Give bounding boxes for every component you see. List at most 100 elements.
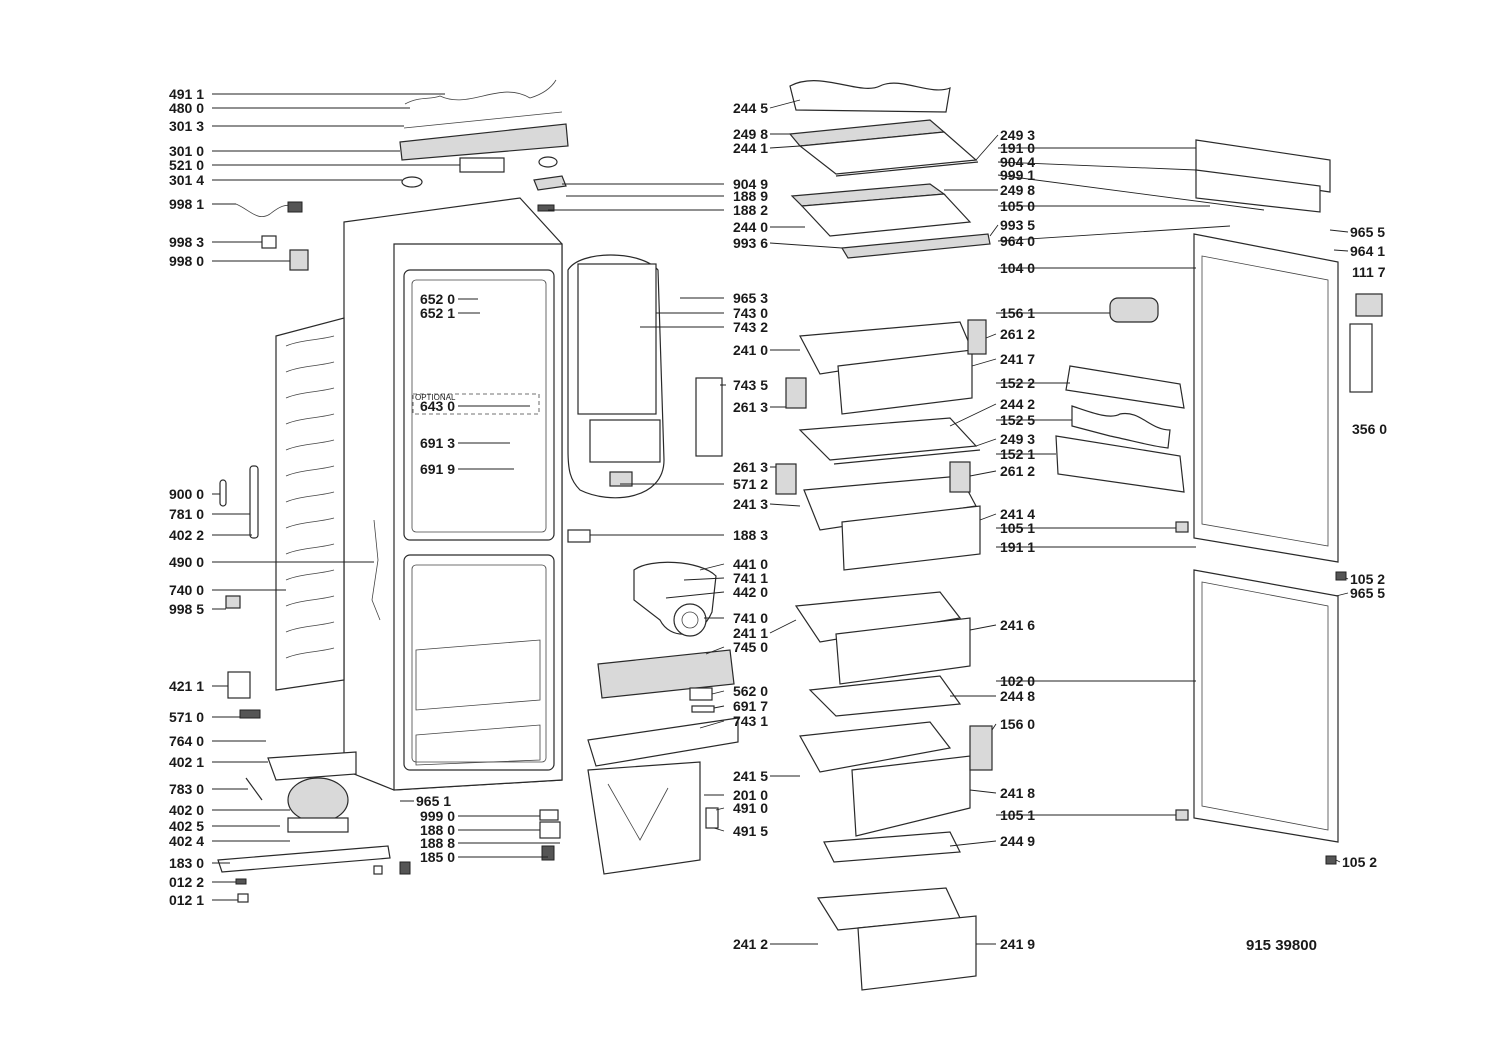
part-label-249-3-top: 249 3 bbox=[1000, 127, 1035, 143]
part-label-111-7: 111 7 bbox=[1352, 264, 1386, 280]
part-label-191-1: 191 1 bbox=[1000, 539, 1035, 555]
lamp-cap-shape-2 bbox=[538, 156, 558, 168]
parts-illustration bbox=[217, 79, 1383, 991]
hinge-middle-shape bbox=[567, 529, 591, 543]
part-label-691-9: 691 9 bbox=[420, 461, 455, 477]
part-label-183-0: 183 0 bbox=[169, 855, 204, 871]
labels-left-column: 491 1 480 0 301 3 301 0 521 0 301 4 998 … bbox=[169, 86, 204, 908]
part-label-241-8: 241 8 bbox=[1000, 785, 1035, 801]
egg-tray-shape bbox=[1109, 297, 1159, 323]
part-label-999-0: 999 0 bbox=[420, 808, 455, 824]
fridge-compartment-shape bbox=[403, 269, 555, 541]
part-label-244-1: 244 1 bbox=[733, 140, 768, 156]
part-label-152-1: 152 1 bbox=[1000, 446, 1035, 462]
fan-hub-shape bbox=[681, 611, 699, 629]
part-label-998-5: 998 5 bbox=[169, 601, 204, 617]
part-label-105-0: 105 0 bbox=[1000, 198, 1035, 214]
foot-shape bbox=[373, 865, 383, 875]
part-label-441-0: 441 0 bbox=[733, 556, 768, 572]
part-label-012-2: 012 2 bbox=[169, 874, 204, 890]
connector-shape bbox=[705, 807, 719, 829]
part-label-249-8-bottom: 249 8 bbox=[1000, 182, 1035, 198]
part-label-241-6: 241 6 bbox=[1000, 617, 1035, 633]
labels-far-right: 965 5 964 1 111 7 356 0 105 2 965 5 105 … bbox=[1246, 224, 1387, 954]
glass-trim-shape bbox=[833, 449, 981, 465]
filter-panel-shape bbox=[695, 377, 723, 457]
fridge-door-shape bbox=[1193, 233, 1339, 563]
bin-divider-shape bbox=[1071, 405, 1171, 449]
part-label-741-0: 741 0 bbox=[733, 610, 768, 626]
hinge-bracket-shape bbox=[539, 821, 561, 839]
part-label-965-5-top: 965 5 bbox=[1350, 224, 1385, 240]
part-label-999-1: 999 1 bbox=[1000, 167, 1035, 183]
fridge-liner-shape bbox=[411, 279, 547, 533]
back-panel-detail-shape bbox=[607, 783, 669, 841]
part-label-105-1-top: 105 1 bbox=[1000, 520, 1035, 536]
part-label-402-0: 402 0 bbox=[169, 802, 204, 818]
part-label-743-1: 743 1 bbox=[733, 713, 768, 729]
condenser-coils-shape bbox=[285, 335, 335, 659]
leader-lines bbox=[212, 93, 1349, 945]
part-label-964-1: 964 1 bbox=[1350, 243, 1385, 259]
foot-shape-2 bbox=[399, 861, 411, 875]
part-label-652-0: 652 0 bbox=[420, 291, 455, 307]
crisper-bracket-shape bbox=[967, 319, 987, 355]
drip-tray-shape bbox=[267, 751, 357, 781]
part-label-102-0: 102 0 bbox=[1000, 673, 1035, 689]
freezer-liner-shape bbox=[411, 564, 547, 763]
part-label-741-1: 741 1 bbox=[733, 570, 768, 586]
part-label-188-9: 188 9 bbox=[733, 188, 768, 204]
strip-shape bbox=[403, 111, 563, 129]
fridge-door-gasket-shape bbox=[1201, 255, 1329, 547]
freezer-drawer-tray-shape bbox=[794, 591, 962, 643]
part-label-241-0: 241 0 bbox=[733, 342, 768, 358]
part-label-402-2: 402 2 bbox=[169, 527, 204, 543]
compressor-mount-shape bbox=[287, 817, 349, 833]
part-label-261-3-bottom: 261 3 bbox=[733, 459, 768, 475]
cable-shape bbox=[371, 519, 381, 621]
optional-note: OPTIONAL bbox=[415, 393, 456, 402]
hinge-pin-shape bbox=[1335, 571, 1347, 581]
part-label-244-2: 244 2 bbox=[1000, 396, 1035, 412]
part-label-993-5: 993 5 bbox=[1000, 217, 1035, 233]
part-label-743-0: 743 0 bbox=[733, 305, 768, 321]
freezer-door-gasket-shape bbox=[1201, 581, 1329, 831]
part-label-643-0: 643 0 bbox=[420, 398, 455, 414]
door-top-cap-shape bbox=[1195, 169, 1321, 213]
compressor-shape bbox=[287, 777, 349, 823]
part-label-740-0: 740 0 bbox=[169, 582, 204, 598]
part-label-249-3-bottom: 249 3 bbox=[1000, 431, 1035, 447]
sensor-shape bbox=[537, 204, 555, 212]
part-label-402-5: 402 5 bbox=[169, 818, 204, 834]
box-shape bbox=[289, 249, 309, 271]
drawer-bracket-shape-2 bbox=[949, 461, 971, 493]
part-label-571-0: 571 0 bbox=[169, 709, 204, 725]
part-label-998-1: 998 1 bbox=[169, 196, 204, 212]
evap-cover-shape bbox=[587, 717, 739, 767]
wiring-harness-shape bbox=[404, 79, 557, 105]
part-label-152-2: 152 2 bbox=[1000, 375, 1035, 391]
part-label-105-2-top: 105 2 bbox=[1350, 571, 1385, 587]
part-label-965-3: 965 3 bbox=[733, 290, 768, 306]
part-label-241-1: 241 1 bbox=[733, 625, 768, 641]
base-plate-shape bbox=[217, 845, 391, 873]
heater-shape bbox=[689, 687, 713, 701]
part-label-743-2: 743 2 bbox=[733, 319, 768, 335]
fan-motor-shape bbox=[609, 471, 633, 487]
part-label-491-1-top: 491 1 bbox=[169, 86, 204, 102]
evaporator-shape bbox=[597, 649, 735, 699]
part-label-012-1: 012 1 bbox=[169, 892, 204, 908]
part-label-490-0: 490 0 bbox=[169, 554, 204, 570]
label-plate-shape bbox=[1355, 293, 1383, 317]
glass-shelf-shape-2 bbox=[800, 193, 972, 237]
drawer-bracket-shape bbox=[775, 463, 797, 495]
crisper-bracket-shape-2 bbox=[785, 377, 807, 409]
part-label-105-1-bottom: 105 1 bbox=[1000, 807, 1035, 823]
part-label-241-9: 241 9 bbox=[1000, 936, 1035, 952]
part-label-691-3: 691 3 bbox=[420, 435, 455, 451]
part-label-241-7: 241 7 bbox=[1000, 351, 1035, 367]
part-label-301-0: 301 0 bbox=[169, 143, 204, 159]
part-label-521-0: 521 0 bbox=[169, 157, 204, 173]
door-bin-shape bbox=[1065, 365, 1185, 409]
fan-cover-shape bbox=[533, 175, 567, 191]
